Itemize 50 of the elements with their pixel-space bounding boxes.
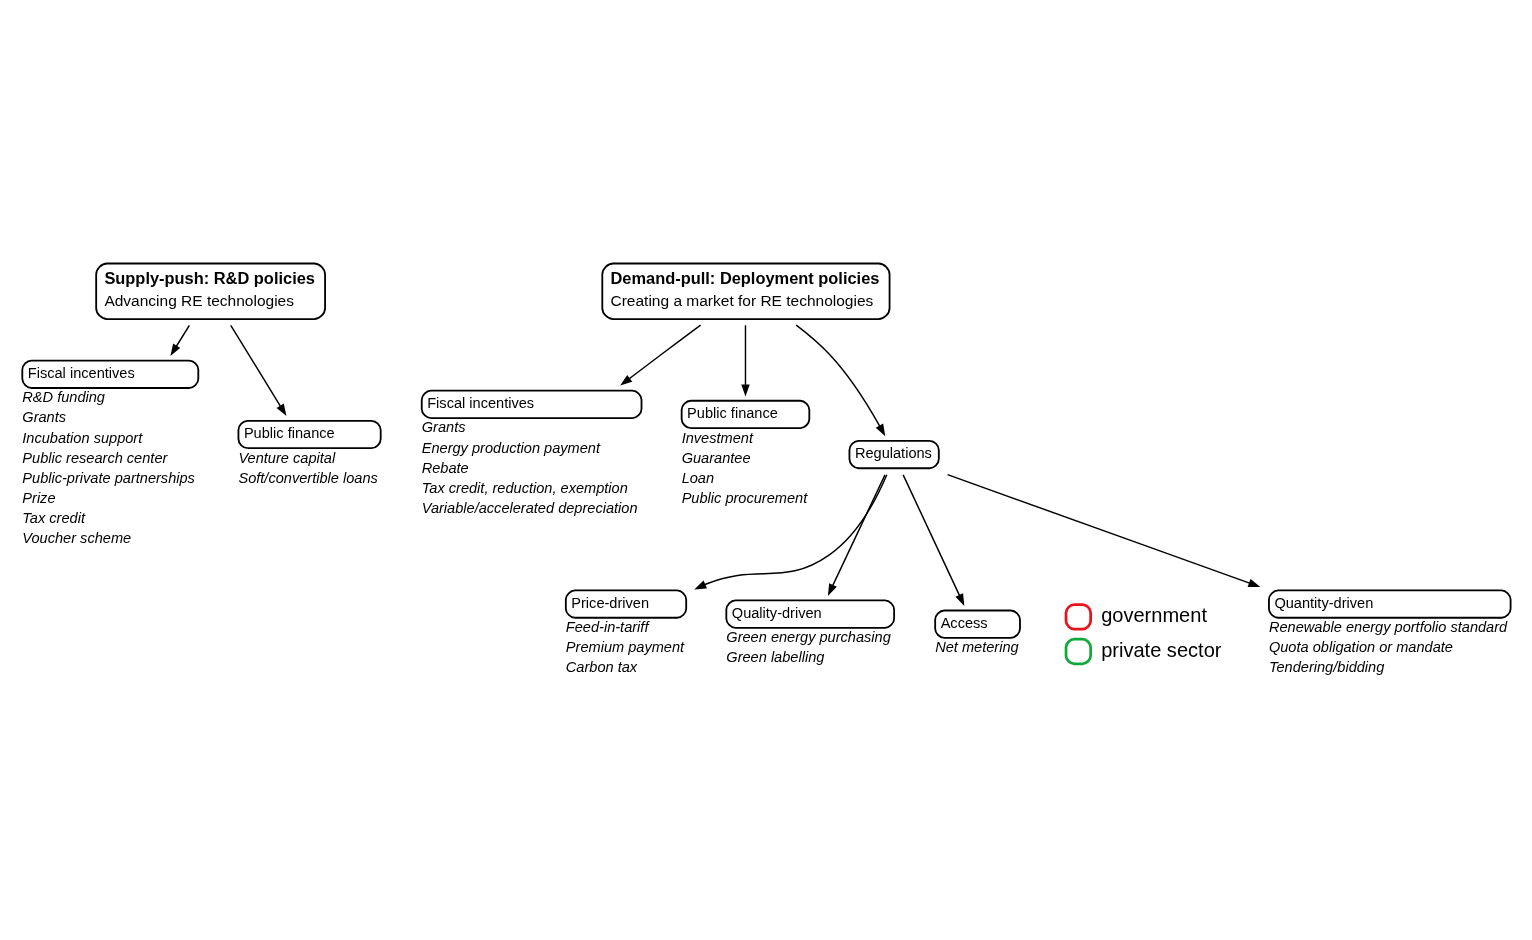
node-label: Renewable energy portfolio standard	[1268, 618, 1508, 635]
legend-label: government	[1101, 603, 1208, 626]
node-box: Fiscal incentives	[21, 359, 200, 389]
node-box: Regulations	[848, 439, 940, 469]
node-box: Supply-push: R&D policies Advancing RE technologies	[95, 262, 326, 320]
node-label: Public-private partnerships	[22, 469, 195, 486]
legend-label: private sector	[1101, 638, 1222, 661]
node-label: Public research center	[22, 449, 168, 466]
node-box: Price-driven	[564, 589, 688, 619]
node-label: Loan	[681, 469, 715, 486]
node-label: Carbon tax	[565, 658, 638, 675]
node-box: Demand-pull: Deployment policies Creating a market for RE technologies	[601, 262, 891, 320]
arrow	[230, 324, 287, 416]
arrow	[827, 473, 886, 596]
node-label: Public procurement	[681, 489, 808, 506]
node-box: Access	[934, 609, 1021, 639]
node-label: Guarantee	[681, 449, 751, 466]
node-box: Public finance	[680, 399, 811, 429]
arrow	[795, 323, 886, 436]
arrow	[170, 324, 191, 356]
node-label: Incubation support	[22, 429, 143, 445]
node-label: R&D funding	[22, 388, 105, 405]
arrow	[902, 473, 965, 606]
arrow	[694, 473, 888, 589]
arrow	[620, 323, 702, 386]
node-label: Venture capital	[238, 449, 336, 466]
node-box: Quantity-driven	[1268, 589, 1512, 619]
node-label: Premium payment	[565, 638, 685, 655]
node-label: Grants	[22, 408, 67, 425]
node-label: Voucher scheme	[22, 529, 132, 546]
node-label: Tax credit	[22, 509, 85, 526]
node-label: Quota obligation or mandate	[1268, 638, 1453, 655]
arrow	[741, 324, 750, 396]
node-label: Tendering/bidding	[1268, 658, 1385, 675]
node-label: Net metering	[935, 638, 1019, 655]
node-label: Feed-in-tariff	[565, 618, 649, 635]
node-box: Fiscal incentives	[420, 389, 643, 419]
node-label: Variable/accelerated depreciation	[421, 499, 638, 516]
node-label: Soft/convertible loans	[238, 469, 378, 486]
node-label: Green labelling	[726, 648, 825, 665]
node-label: Rebate	[421, 459, 469, 476]
node-label: Grants	[421, 418, 466, 435]
node-label: Energy production payment	[421, 439, 601, 456]
node-label: Investment	[681, 429, 753, 445]
node-label: Prize	[22, 489, 56, 506]
node-label: Tax credit, reduction, exemption	[421, 479, 628, 496]
node-box: Quality-driven	[725, 599, 896, 629]
arrow	[946, 473, 1261, 587]
node-label: Green energy purchasing	[726, 628, 891, 645]
node-box: Public finance	[237, 419, 382, 449]
